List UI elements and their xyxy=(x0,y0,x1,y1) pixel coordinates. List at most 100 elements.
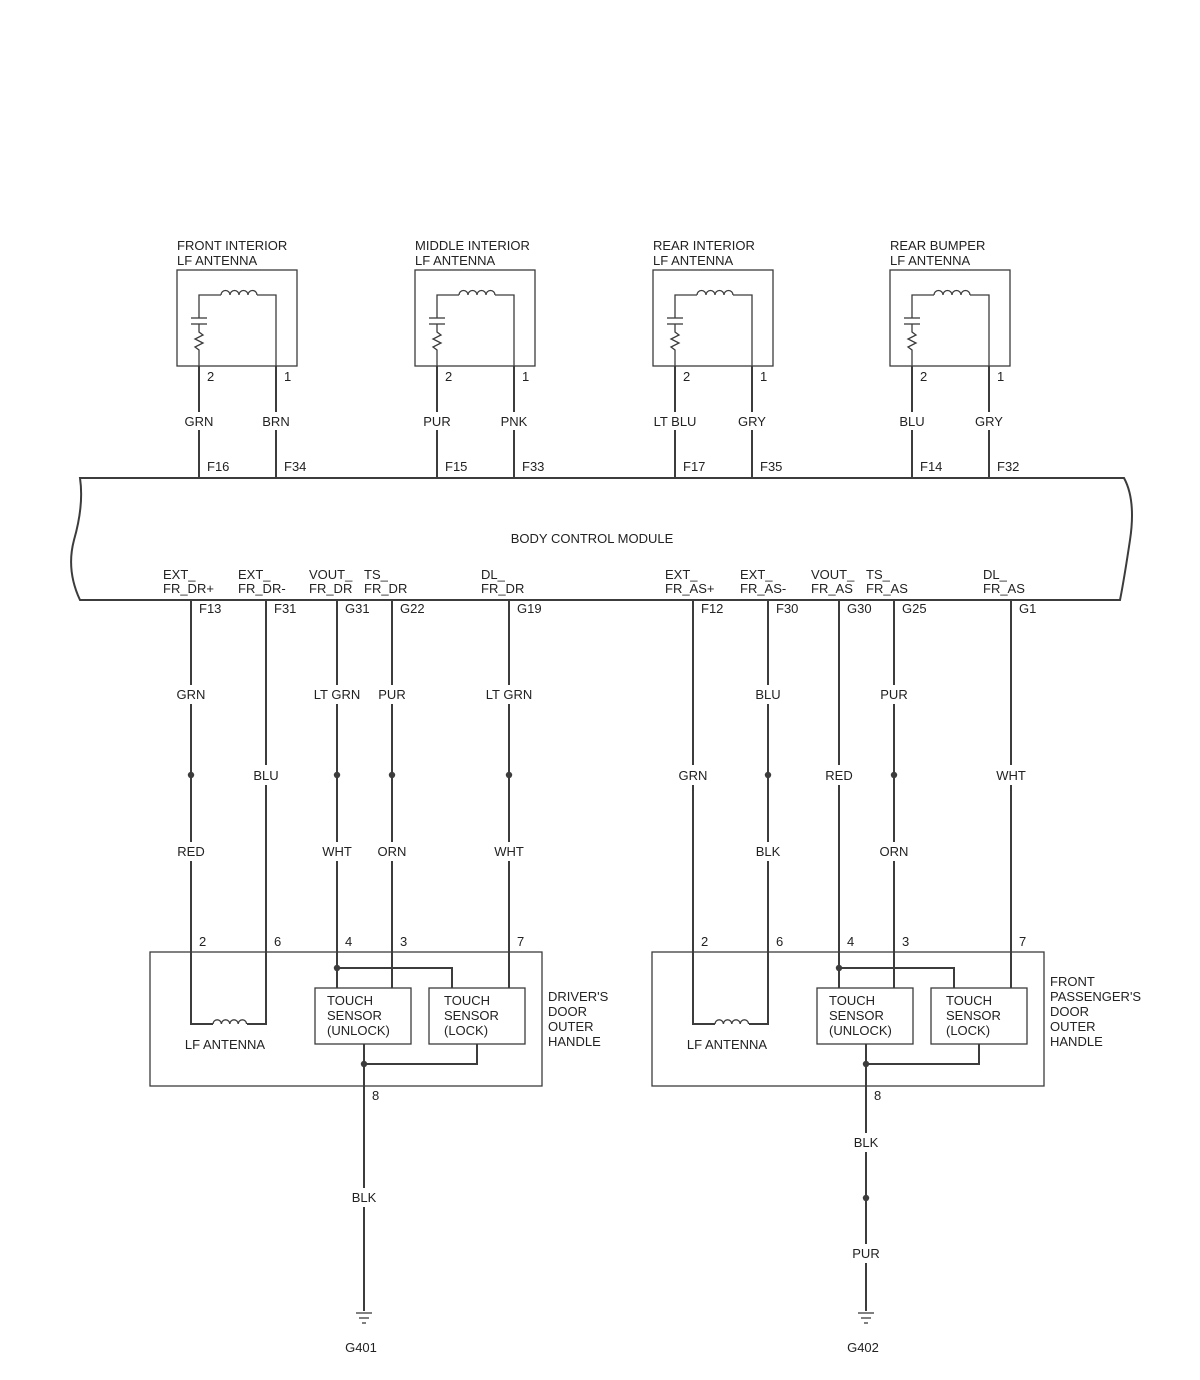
wire-color-label: LT GRN xyxy=(314,687,360,702)
signal-label-line1: VOUT_ xyxy=(309,567,353,582)
antenna-internal-top-wire xyxy=(674,294,753,366)
ground-wire-internal xyxy=(865,1044,980,1065)
touch-sensor-unlock-label: (UNLOCK) xyxy=(829,1023,892,1038)
wire-color-label: GRN xyxy=(185,414,214,429)
door-handle-name: DOOR xyxy=(548,1004,587,1019)
connector-pin: 3 xyxy=(902,934,909,949)
splice-point xyxy=(862,1194,870,1202)
touch-sensor-lock-label: TOUCH xyxy=(946,993,992,1008)
touch-sensor-lock-label: TOUCH xyxy=(444,993,490,1008)
touch-sensor-unlock xyxy=(816,987,914,1045)
ground-icon xyxy=(858,1312,874,1324)
connector-pin: 4 xyxy=(847,934,854,949)
touch-sensor-lock-label: SENSOR xyxy=(444,1008,499,1023)
lf-antenna-label: LF ANTENNA xyxy=(687,1037,768,1052)
wire-color-label: BLU xyxy=(755,687,780,702)
signal-label-line2: FR_DR+ xyxy=(163,581,214,596)
signal-label-line1: TS_ xyxy=(364,567,389,582)
touch-sensor-unlock-label: (UNLOCK) xyxy=(327,1023,390,1038)
signal-label-line2: FR_DR- xyxy=(238,581,286,596)
wire-color-label: BLU xyxy=(899,414,924,429)
lf-antenna-wire xyxy=(692,952,769,1025)
wire-color-label: GRY xyxy=(975,414,1003,429)
antenna-title-line1: REAR BUMPER xyxy=(890,238,985,253)
door-handle-name: DOOR xyxy=(1050,1004,1089,1019)
splice-point xyxy=(890,771,898,779)
touch-sensor-unlock-label: SENSOR xyxy=(829,1008,884,1023)
wire-color-label: GRN xyxy=(679,768,708,783)
touch-sensor-lock xyxy=(930,987,1028,1045)
signal-label-line1: TS_ xyxy=(866,567,891,582)
antenna-internal-top-wire xyxy=(436,294,515,366)
door-handle-name: OUTER xyxy=(1050,1019,1096,1034)
splice-point xyxy=(505,771,513,779)
touch-sensor-unlock-label: SENSOR xyxy=(327,1008,382,1023)
connector-label: F35 xyxy=(760,459,782,474)
wire-color-label: LT BLU xyxy=(654,414,697,429)
connector-pin: 4 xyxy=(345,934,352,949)
antenna-box xyxy=(652,269,774,367)
wire-color-label: WHT xyxy=(322,844,352,859)
antenna-title-line2: LF ANTENNA xyxy=(415,253,496,268)
wire-color-label: BLK xyxy=(352,1190,377,1205)
wire-color-label: BRN xyxy=(262,414,289,429)
connector-label: F16 xyxy=(207,459,229,474)
module-title: BODY CONTROL MODULE xyxy=(511,531,674,546)
antenna-pin-right: 1 xyxy=(284,369,291,384)
signal-label-line2: FR_AS xyxy=(866,581,908,596)
antenna-pin-right: 1 xyxy=(522,369,529,384)
resistor-icon xyxy=(669,324,681,366)
connector-label: G31 xyxy=(345,601,370,616)
wire-color-label: ORN xyxy=(378,844,407,859)
module-outline xyxy=(70,477,1133,601)
wire-color-label: GRY xyxy=(738,414,766,429)
antenna-title-line1: REAR INTERIOR xyxy=(653,238,755,253)
wire-color-label: BLK xyxy=(854,1135,879,1150)
touch-sensor-lock-label: (LOCK) xyxy=(946,1023,990,1038)
wire-color-label: PUR xyxy=(880,687,907,702)
antenna-pin-left: 2 xyxy=(920,369,927,384)
touch-sensor-lock-label: (LOCK) xyxy=(444,1023,488,1038)
connector-label: F17 xyxy=(683,459,705,474)
door-handle-name: FRONT xyxy=(1050,974,1095,989)
connector-label: G30 xyxy=(847,601,872,616)
ground-pin: 8 xyxy=(372,1088,379,1103)
antenna-title-line2: LF ANTENNA xyxy=(890,253,971,268)
wire-color-label: WHT xyxy=(996,768,1026,783)
connector-label: G25 xyxy=(902,601,927,616)
wire-color-label: WHT xyxy=(494,844,524,859)
connector-pin: 2 xyxy=(199,934,206,949)
passenger-door-handle: FRONTPASSENGER'SDOOROUTERHANDLEEXT_FR_AS… xyxy=(651,567,1141,1355)
driver-door-handle: DRIVER'SDOOROUTERHANDLEEXT_FR_DR+F13GRNR… xyxy=(149,567,609,1355)
lf-antenna-label: LF ANTENNA xyxy=(185,1037,266,1052)
connector-pin: 7 xyxy=(517,934,524,949)
door-handle-name: DRIVER'S xyxy=(548,989,609,1004)
wire-color-label: PUR xyxy=(378,687,405,702)
ground-icon xyxy=(356,1312,372,1324)
wire-color-label: PUR xyxy=(852,1246,879,1261)
connector-label: G1 xyxy=(1019,601,1036,616)
wire-color-label: PUR xyxy=(423,414,450,429)
antenna-internal-top-wire xyxy=(911,294,990,366)
connector-label: F32 xyxy=(997,459,1019,474)
connector-label: G19 xyxy=(517,601,542,616)
door-handle-name: OUTER xyxy=(548,1019,594,1034)
signal-label-line1: EXT_ xyxy=(665,567,698,582)
door-handle-name: PASSENGER'S xyxy=(1050,989,1141,1004)
antenna-title-line2: LF ANTENNA xyxy=(653,253,734,268)
door-handle-name: HANDLE xyxy=(1050,1034,1103,1049)
signal-label-line1: DL_ xyxy=(983,567,1008,582)
coil-icon xyxy=(933,289,971,296)
wire-color-label: GRN xyxy=(177,687,206,702)
coil-icon xyxy=(212,1019,248,1025)
signal-label-line1: DL_ xyxy=(481,567,506,582)
coil-icon xyxy=(220,289,258,296)
signal-label-line2: FR_AS+ xyxy=(665,581,715,596)
connector-pin: 3 xyxy=(400,934,407,949)
splice-point xyxy=(333,771,341,779)
splice-point xyxy=(333,964,341,972)
door-handle-name: HANDLE xyxy=(548,1034,601,1049)
